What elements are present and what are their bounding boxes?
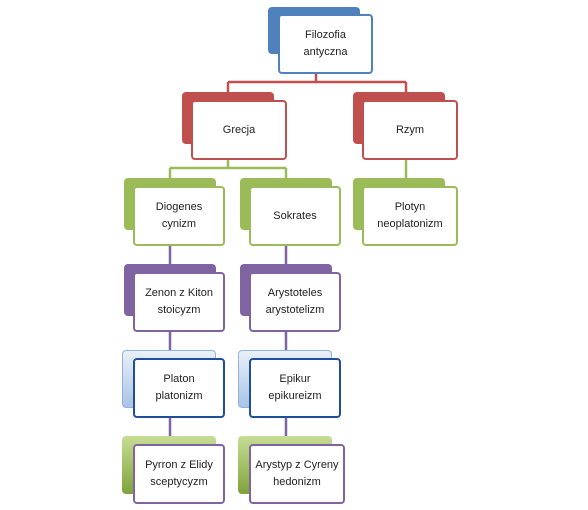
node-label: Filozofia [305, 29, 346, 41]
node-label: Rzym [395, 123, 425, 136]
node-sublabel: platonizm [155, 390, 203, 402]
node-label: Diogenes [155, 201, 203, 213]
node-label: Zenon z Kiton [145, 287, 213, 299]
node-label: Pyrron z Elidy [145, 459, 213, 471]
node-sublabel: neoplatonizm [377, 218, 443, 230]
node-label: Platon [163, 373, 195, 385]
node-label: Arystyp z Cyreny [255, 459, 339, 471]
node-label: Grecja [222, 123, 256, 136]
node-label: Plotyn [394, 201, 426, 213]
node-sublabel: arystotelizm [265, 304, 325, 316]
node-sublabel: cynizm [161, 218, 197, 230]
node-label: Arystoteles [267, 287, 323, 299]
connector-root-children [226, 73, 408, 95]
node-sublabel: hedonizm [273, 476, 321, 488]
node-label: Epikur [279, 373, 311, 385]
node-sublabel: stoicyzm [157, 304, 201, 316]
connector-grecja-children [168, 160, 288, 179]
node-sublabel: sceptycyzm [150, 476, 208, 488]
node-sublabel: antyczna [303, 46, 348, 58]
node-label: Sokrates [273, 209, 317, 222]
node-sublabel: epikureizm [268, 390, 322, 402]
